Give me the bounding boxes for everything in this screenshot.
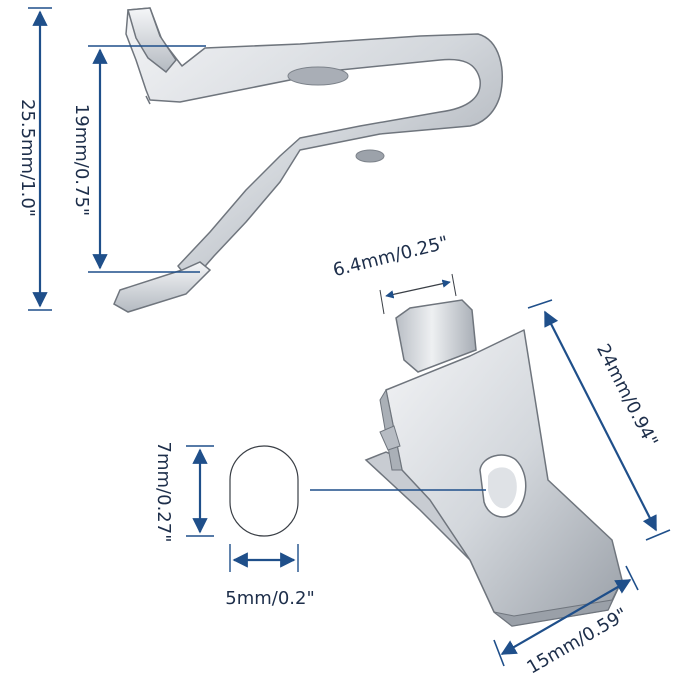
inner-height-label: 19mm/0.75"	[71, 104, 92, 216]
tab-width-label: 6.4mm/0.25"	[331, 232, 451, 281]
slot-height-label: 7mm/0.27"	[153, 442, 174, 543]
dimension-total-height: 25.5mm/1.0"	[17, 7, 52, 311]
dimension-slot-height: 7mm/0.27"	[153, 442, 214, 543]
dimension-inner-height: 19mm/0.75"	[71, 45, 206, 273]
front-view-clip	[364, 299, 623, 627]
total-height-label: 25.5mm/1.0"	[17, 99, 38, 217]
side-view-clip	[113, 7, 503, 313]
slot-detail-oval	[229, 445, 299, 537]
dimension-slot-width: 5mm/0.2"	[225, 544, 315, 609]
slot-width-label: 5mm/0.2"	[225, 588, 315, 609]
dimension-tab-width: 6.4mm/0.25"	[331, 232, 457, 315]
clip-length-label: 24mm/0.94"	[592, 341, 662, 451]
